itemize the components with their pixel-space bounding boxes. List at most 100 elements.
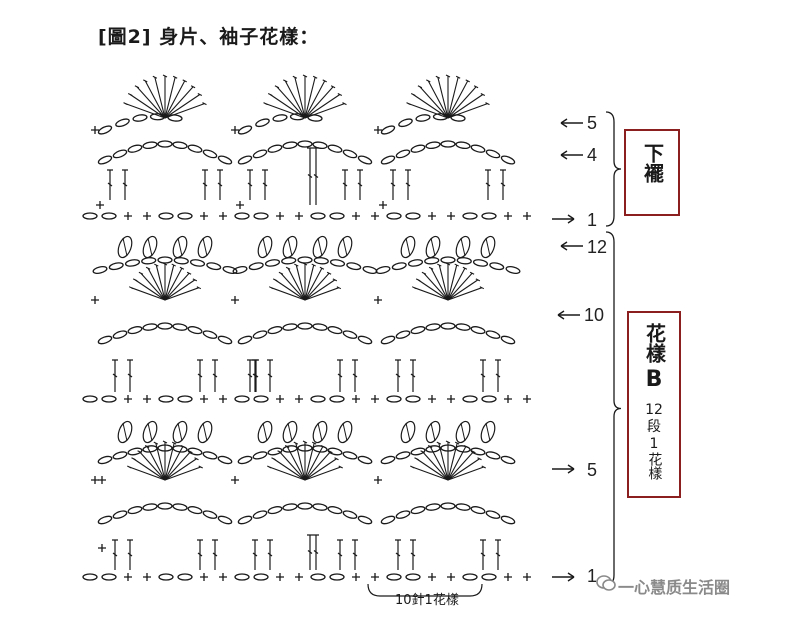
chain-arc-symbol — [187, 447, 203, 456]
fan-stitch-symbol — [133, 458, 166, 481]
chain-arc-symbol — [127, 506, 143, 515]
chain-arc-symbol — [127, 447, 143, 456]
fan-tip-symbol — [334, 457, 339, 461]
fan-tip-symbol — [436, 441, 442, 445]
chain-arc-symbol — [327, 447, 343, 456]
section-brace — [605, 111, 622, 227]
shell-stitch-symbol — [282, 420, 298, 444]
fan-stitch-symbol — [164, 451, 191, 481]
chain-arc-symbol — [237, 455, 253, 465]
shell-stitch-vein — [405, 237, 411, 257]
fan-stitch-symbol — [279, 451, 306, 481]
chain-arc-symbol — [172, 503, 188, 511]
chain-arc-symbol — [97, 125, 113, 135]
chain-arc-symbol — [172, 141, 188, 150]
watermark-text: 一心慧质生活圈 — [618, 578, 731, 597]
single-crochet-symbol — [374, 296, 382, 304]
chain-arc-symbol — [380, 335, 396, 345]
fan-stitch-symbol — [422, 451, 449, 481]
fan-tip-symbol — [162, 74, 168, 78]
chain-arc-symbol — [141, 257, 157, 265]
single-crochet-symbol — [447, 395, 455, 403]
double-crochet-symbol — [267, 539, 273, 570]
fan-tip-symbol — [186, 271, 192, 275]
chain-symbol — [158, 212, 174, 220]
fan-tip-symbol — [454, 263, 459, 267]
chain-arc-symbol — [346, 262, 362, 271]
shell-stitch-symbol — [337, 420, 353, 444]
chain-arc-symbol — [500, 515, 516, 525]
double-crochet-symbol — [337, 359, 343, 392]
chain-arc-symbol — [472, 259, 489, 267]
fan-tip-symbol — [406, 102, 411, 106]
shell-stitch-symbol — [142, 235, 158, 259]
section-pattern-note-1: 段 — [647, 418, 661, 435]
chain-arc-symbol — [455, 323, 471, 331]
fan-stitch-symbol — [447, 94, 484, 119]
chain-symbol — [234, 212, 250, 220]
shell-stitch-vein — [202, 422, 208, 442]
row-label-mid-10: 10 — [584, 305, 605, 325]
double-crochet-symbol — [480, 539, 486, 570]
chain-symbol — [386, 395, 402, 403]
fan-tip-symbol — [322, 79, 327, 83]
chain-arc-symbol — [410, 326, 426, 335]
fan-stitch-symbol — [447, 80, 469, 119]
double-crochet-symbol — [313, 147, 319, 205]
chain-symbol — [82, 212, 98, 220]
fan-tip-symbol — [171, 263, 176, 267]
fan-tip-symbol — [414, 457, 419, 461]
shell-stitch-vein — [342, 237, 348, 257]
fan-stitch-symbol — [437, 77, 449, 119]
fan-tip-symbol — [192, 278, 198, 282]
chain-arc-symbol — [470, 447, 486, 456]
fan-stitch-symbol — [155, 264, 166, 301]
single-crochet-symbol — [428, 573, 436, 581]
double-crochet-symbol — [405, 169, 411, 200]
chain-arc-symbol — [267, 506, 283, 515]
fan-stitch-symbol — [164, 458, 197, 481]
chain-arc-symbol — [456, 257, 472, 265]
chain-arc-symbol — [202, 451, 218, 460]
chain-arc-symbol — [375, 266, 391, 274]
single-crochet-symbol — [124, 395, 132, 403]
chain-arc-symbol — [410, 447, 426, 456]
chain-symbol — [386, 573, 402, 581]
chain-arc-symbol — [217, 335, 233, 345]
double-crochet-symbol — [212, 539, 218, 570]
chain-arc-symbol — [455, 445, 471, 453]
fan-tip-symbol — [172, 75, 178, 79]
fan-tip-symbol — [328, 450, 333, 454]
fan-stitch-symbol — [129, 466, 166, 481]
fan-tip-symbol — [330, 85, 336, 89]
shell-stitch-symbol — [425, 235, 441, 259]
shell-stitch-vein — [460, 237, 466, 257]
fan-tip-symbol — [162, 440, 168, 444]
chain-symbol — [405, 212, 421, 220]
shell-stitch-symbol — [257, 420, 273, 444]
fan-tip-symbol — [479, 286, 485, 290]
fan-tip-symbol — [202, 102, 207, 106]
shell-stitch-symbol — [117, 420, 133, 444]
chain-arc-symbol — [485, 330, 501, 339]
single-crochet-symbol — [428, 395, 436, 403]
fan-stitch-symbol — [419, 86, 449, 119]
double-crochet-symbol — [485, 169, 491, 200]
fan-stitch-symbol — [447, 458, 480, 481]
shell-stitch-vein — [485, 237, 491, 257]
single-crochet-symbol — [236, 201, 244, 209]
chain-symbol — [310, 395, 326, 403]
chain-arc-symbol — [312, 323, 328, 331]
single-crochet-symbol — [371, 573, 379, 581]
shell-stitch-vein — [405, 422, 411, 442]
fan-tip-symbol — [311, 441, 317, 445]
shell-stitch-vein — [342, 422, 348, 442]
fan-stitch-symbol — [164, 77, 176, 119]
fan-tip-symbol — [445, 262, 451, 266]
single-crochet-symbol — [374, 126, 382, 134]
chain-arc-symbol — [202, 510, 218, 519]
chain-symbol — [405, 395, 421, 403]
row-label-low-5: 5 — [587, 460, 598, 480]
chain-arc-symbol — [217, 515, 233, 525]
chain-symbol — [329, 212, 345, 220]
